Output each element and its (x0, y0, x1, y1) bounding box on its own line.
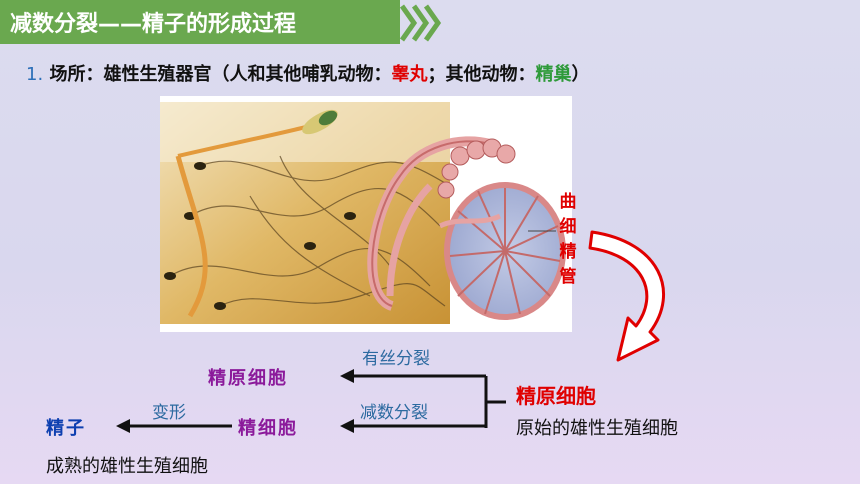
testis-sperm-illustration (160, 96, 572, 332)
location-prefix: 场所：雄性生殖器官（人和其他哺乳动物： (49, 64, 392, 85)
tubule-char: 曲 (559, 192, 577, 212)
transform-arrow-label: 变形 (152, 403, 186, 423)
spermatid-node: 精细胞 (238, 418, 298, 439)
spermatogonium-node-left: 精原细胞 (208, 368, 288, 389)
location-suffix: ） (571, 64, 590, 85)
sperm-node: 精子 (46, 418, 86, 439)
seminiferous-tubule-label: 曲 细 精 管 (556, 190, 580, 290)
spermary-term: 精巢 (535, 64, 572, 85)
location-line: 1. 场所：雄性生殖器官（人和其他哺乳动物：睾丸；其他动物：精巢） (26, 60, 589, 86)
curved-red-arrow-icon (588, 230, 666, 362)
spermatogonium-description: 原始的雄性生殖细胞 (516, 418, 678, 439)
slide-title: 减数分裂——精子的形成过程 (10, 12, 297, 37)
meiosis-arrow-label: 减数分裂 (360, 403, 428, 423)
slide-title-bar: 减数分裂——精子的形成过程 (0, 0, 400, 44)
flow-arrows (116, 369, 506, 433)
mitosis-arrow-label: 有丝分裂 (362, 349, 430, 369)
spermatogonium-main-node: 精原细胞 (516, 384, 596, 408)
tubule-pointer-line (528, 230, 556, 232)
item-number: 1. (26, 64, 44, 85)
tubule-char: 细 (559, 217, 577, 237)
location-middle: ；其他动物： (427, 64, 536, 85)
sperm-description: 成熟的雄性生殖细胞 (46, 456, 208, 477)
chevron-right-icon (399, 4, 442, 42)
tubule-char: 精 (559, 242, 577, 262)
testis-term: 睾丸 (391, 64, 428, 85)
tubule-char: 管 (559, 267, 577, 287)
